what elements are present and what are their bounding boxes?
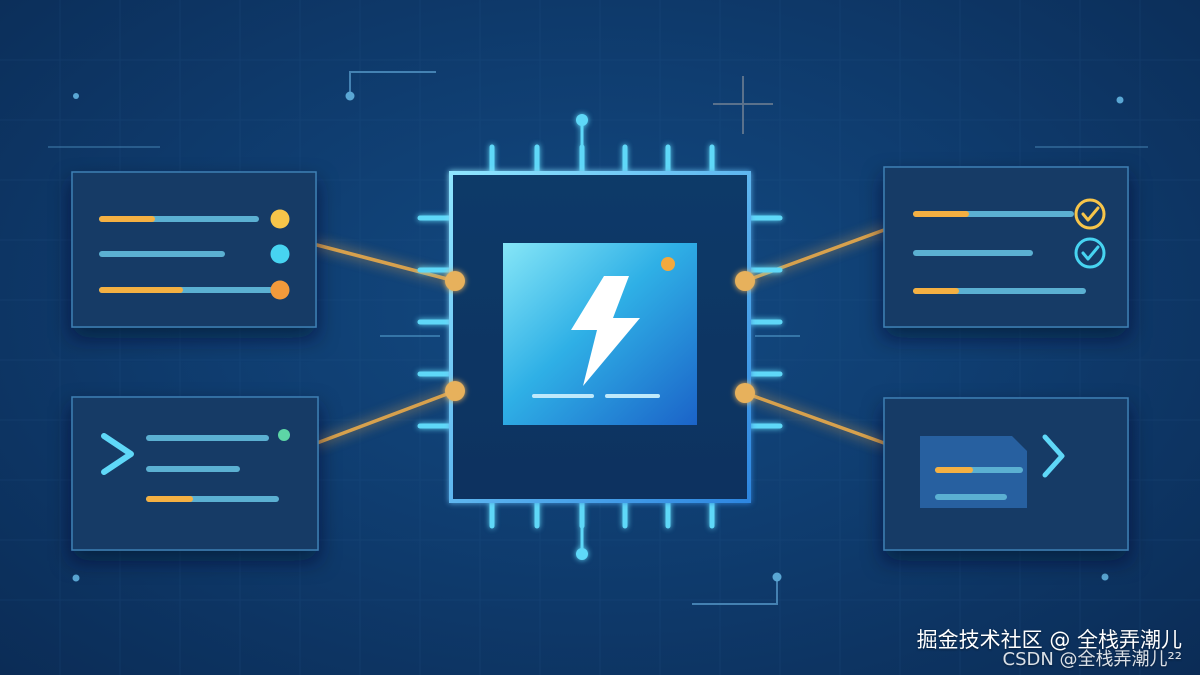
panel-top-right [883,166,1129,328]
wire-top-left [315,243,457,283]
chip-pin-bottom-dot [576,548,588,560]
node-top-right [735,271,755,291]
panel-bottom-right [883,397,1129,551]
wire-bottom-left [315,389,457,445]
panel-bottom-left [71,396,319,551]
chevron-right-icon [101,433,134,475]
wire-top-right [743,228,886,283]
lightning-bolt-icon [571,276,640,386]
node-top-left [445,271,465,291]
node-bottom-left [445,381,465,401]
crosshair-mark [713,76,773,134]
check-circle-icon [1074,198,1106,230]
chip-pin-top-dot [576,114,588,126]
panel-top-left [71,171,317,328]
wire-bottom-right [743,391,886,445]
node-bottom-right [735,383,755,403]
status-dot-cyan [270,244,290,264]
chip-nodes [445,271,755,403]
status-dot-orange [270,280,290,300]
decorative-dots [72,91,1124,582]
arrow-right-icon [1042,434,1065,478]
status-dot-green [278,429,290,441]
decorative-accents [48,71,1148,605]
watermark-primary: 掘金技术社区 @ 全栈弄潮儿 [916,628,1182,652]
status-dot-yellow [270,209,290,229]
watermark-secondary: CSDN @全栈弄潮儿²² [1002,649,1182,670]
check-circle-icon [1074,237,1106,269]
core-status-dot [661,257,675,271]
chip-core [503,243,697,425]
